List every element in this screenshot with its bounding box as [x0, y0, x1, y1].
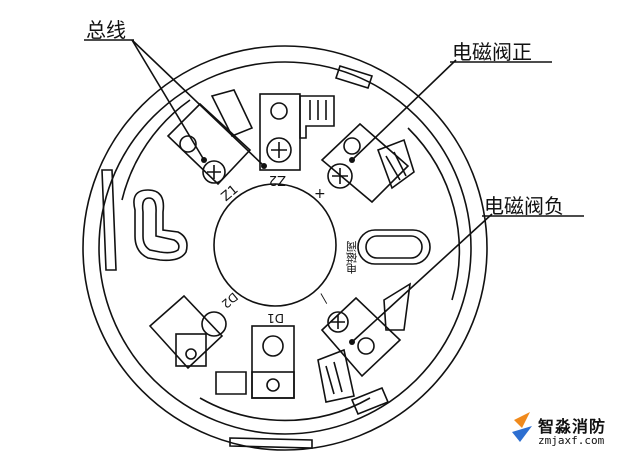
watermark-url: zmjaxf.com	[538, 434, 605, 447]
inner-rim-arc-right	[407, 127, 461, 301]
lower-left-clamp	[175, 333, 207, 367]
logo-icon	[512, 412, 532, 442]
label-plus: +	[314, 186, 326, 202]
screw-icon	[179, 135, 197, 153]
terminal-block-lower-right	[320, 296, 402, 378]
watermark-name: 智淼消防	[538, 417, 607, 436]
upper-right-clamp-lines	[385, 151, 407, 181]
screw-hole-icon	[201, 311, 227, 337]
lower-right-clamp	[317, 348, 355, 403]
lower-left-tab	[215, 371, 247, 395]
rim-notch	[101, 169, 117, 271]
outer-ring	[82, 45, 488, 451]
rim-notch	[229, 437, 313, 449]
connection-dot	[201, 157, 207, 163]
label-bus: 总线	[86, 18, 126, 42]
center-hole	[213, 183, 337, 307]
inner-rim-arc	[121, 99, 191, 201]
mount-slot-right-inner	[365, 235, 423, 259]
upper-right-clamp	[376, 138, 415, 190]
terminal-block-upper-right	[320, 122, 410, 204]
screw-icon	[266, 137, 292, 163]
mount-slot-right	[357, 229, 431, 265]
mount-slot-left	[133, 189, 188, 262]
rim-notch	[334, 65, 374, 89]
cross-icon	[271, 142, 287, 158]
top-clamp	[299, 95, 335, 139]
terminal-block-top	[259, 93, 301, 171]
connection-dot	[349, 339, 355, 345]
lower-right-clamp-lines	[325, 361, 343, 395]
rim-notch	[350, 386, 390, 416]
leader-bus-1	[131, 39, 205, 161]
screw-icon	[327, 311, 349, 333]
label-d1: D1	[267, 311, 284, 325]
screw-icon	[270, 102, 288, 120]
connection-dot	[261, 163, 267, 169]
label-minus: —	[314, 289, 333, 308]
screw-hole-icon	[266, 378, 280, 392]
label-valve-negative: 电磁阀负	[484, 194, 564, 218]
top-clamp-lines	[309, 100, 327, 120]
mount-slot-left-inner	[141, 197, 180, 254]
screw-hole-icon	[262, 335, 284, 357]
cross-icon	[332, 168, 348, 184]
screw-icon	[327, 163, 353, 189]
screw-hole-icon	[185, 348, 197, 360]
connection-dot	[349, 157, 355, 163]
cross-icon	[331, 315, 345, 329]
label-valve-vertical: 电磁阀	[346, 240, 359, 274]
rim-ring	[98, 61, 472, 435]
terminal-block-upper-left	[166, 102, 252, 186]
upper-left-clamp	[210, 89, 254, 138]
bottom-clamp	[251, 371, 295, 399]
leader-valve-neg	[351, 213, 493, 343]
label-valve-positive: 电磁阀正	[452, 40, 532, 64]
terminal-block-lower-left	[148, 294, 224, 370]
label-z1: Z1	[219, 182, 242, 205]
cross-icon	[207, 165, 221, 179]
screw-icon	[343, 137, 361, 155]
inner-rim-arc-bottom	[199, 397, 371, 422]
leader-bus-2	[131, 39, 265, 167]
screw-icon	[202, 160, 226, 184]
label-z2: Z2	[269, 172, 286, 187]
leader-valve-pos	[351, 59, 457, 161]
rim-notch	[383, 282, 412, 331]
screw-icon	[357, 337, 375, 355]
